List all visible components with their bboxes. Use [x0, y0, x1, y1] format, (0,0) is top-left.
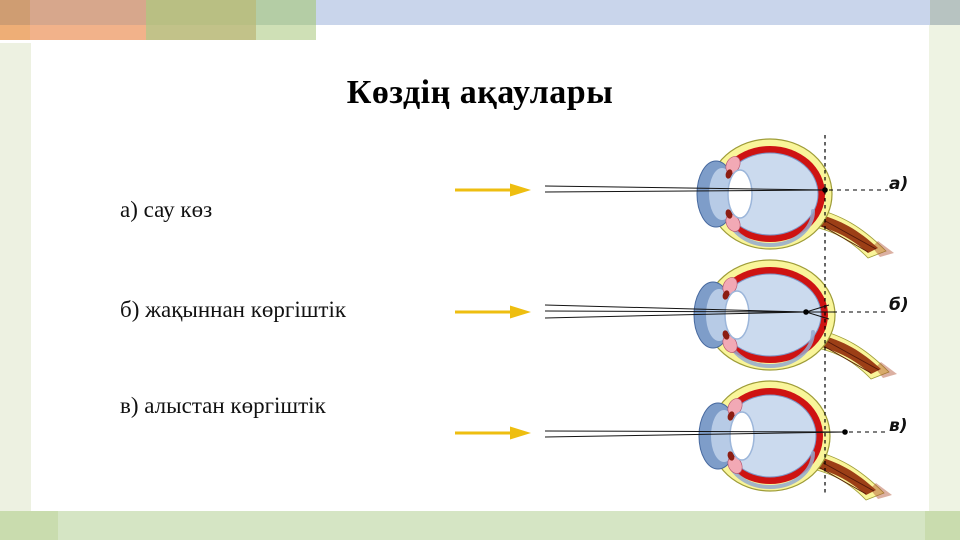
list-item-farsightedness: в) алыстан көргіштік — [120, 393, 326, 418]
left-margin-column — [0, 43, 31, 511]
header-band-blue — [316, 0, 930, 25]
eye-diagram-row-healthy: а) — [440, 131, 960, 259]
slide-title: Көздің ақаулары — [346, 74, 614, 111]
eye-diagram-myopia — [455, 256, 897, 380]
eye-diagram-healthy — [455, 135, 894, 259]
diagram-label-a: а) — [889, 174, 909, 194]
list-item-healthy-eye: а) сау көз — [120, 197, 213, 222]
bottom-band-right-accent — [925, 511, 960, 540]
header-block-salmon — [30, 0, 146, 25]
right-margin-column — [929, 25, 960, 511]
header-block-gray — [930, 0, 960, 25]
header-strip-green — [256, 25, 316, 40]
diagram-label-b: б) — [889, 295, 909, 315]
list-item-nearsightedness: б) жақыннан көргіштік — [120, 297, 347, 322]
header-block-green — [256, 0, 316, 25]
header-strip-orange-1 — [0, 25, 30, 40]
eye-diagram-hyperopia — [455, 377, 892, 501]
bottom-band-left-accent — [0, 511, 58, 540]
eye-diagram-row-hyperopia: в) — [440, 373, 960, 501]
eye-diagram-row-myopia: б) — [440, 252, 960, 380]
header-block-olive — [146, 0, 256, 25]
header-strip-orange-2 — [30, 25, 146, 40]
header-block-orange — [0, 0, 30, 25]
bottom-band — [0, 511, 960, 540]
diagram-label-c: в) — [889, 416, 908, 436]
header-strip-olive — [146, 25, 256, 40]
